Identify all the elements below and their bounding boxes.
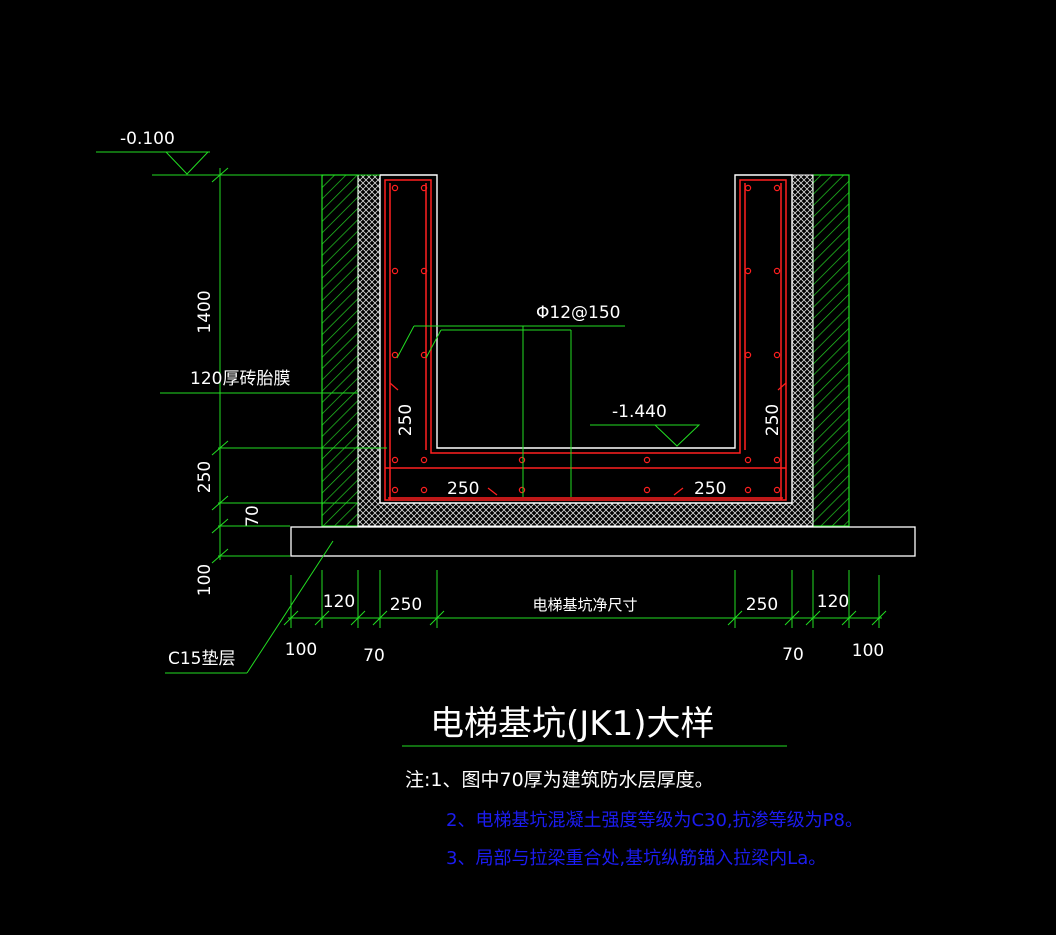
slab-250-left: 250 [447, 479, 479, 499]
elevation-top: -0.100 [120, 129, 175, 149]
drawing-title: 电梯基坑(JK1)大样 [430, 704, 714, 744]
dim-1400: 1400 [195, 290, 215, 333]
rebar-cage [384, 179, 787, 501]
bottom-dim-250-right: 250 [746, 595, 778, 615]
bottom-dim-clear-size: 电梯基坑净尺寸 [532, 596, 637, 614]
pit-concrete-outline [379, 174, 793, 504]
brick-mold-left [321, 174, 359, 527]
slab-250-right: 250 [694, 479, 726, 499]
note-2: 2、电梯基坑混凝土强度等级为C30,抗渗等级为P8。 [446, 810, 863, 831]
bottom-dim-100-right: 100 [852, 641, 884, 661]
bottom-dim-120-left: 120 [323, 592, 355, 612]
dimension-lines [96, 151, 887, 747]
wall-250-left: 250 [396, 404, 416, 436]
bottom-dim-100-left: 100 [285, 640, 317, 660]
elevation-pit-floor: -1.440 [612, 402, 667, 422]
c15-cushion [290, 526, 916, 557]
cushion-label: C15垫层 [168, 649, 236, 669]
rebar-bars [391, 184, 781, 494]
note-1: 注:1、图中70厚为建筑防水层厚度。 [405, 769, 714, 791]
dim-250-vertical: 250 [195, 461, 215, 493]
brick-mold-right [812, 174, 850, 527]
bottom-dim-70-right: 70 [782, 645, 804, 665]
bottom-dim-120-right: 120 [817, 592, 849, 612]
rebar-label: Φ12@150 [536, 303, 620, 323]
dim-100-vertical: 100 [195, 564, 215, 596]
rebar-hooks [389, 382, 787, 496]
bottom-dim-250-left: 250 [390, 595, 422, 615]
bottom-dim-70-left: 70 [363, 646, 385, 666]
wall-250-right: 250 [763, 404, 783, 436]
note-3: 3、局部与拉梁重合处,基坑纵筋锚入拉梁内La。 [446, 848, 826, 869]
brick-mold-label: 120厚砖胎膜 [190, 369, 290, 389]
dim-70-vertical: 70 [243, 505, 263, 527]
